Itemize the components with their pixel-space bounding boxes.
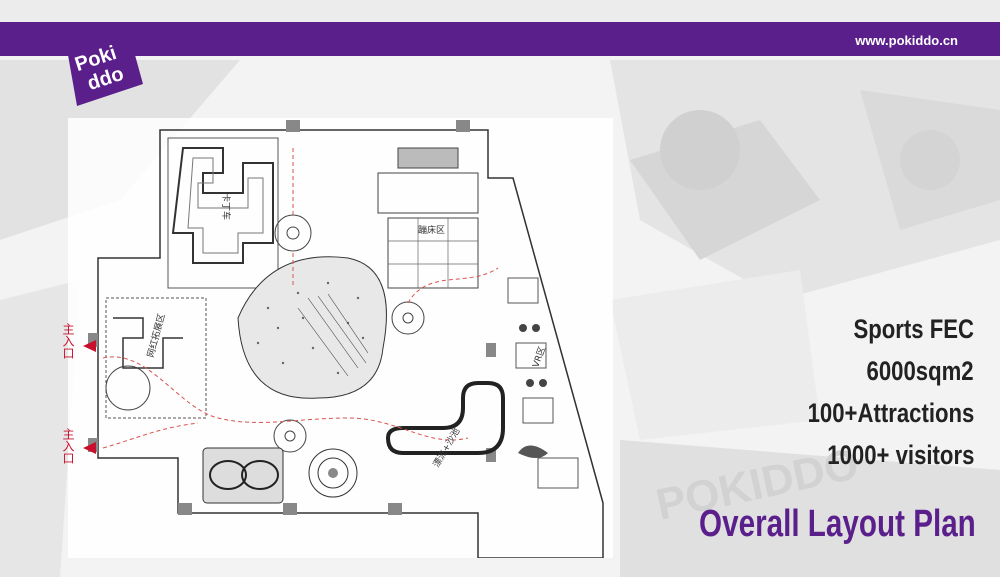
stat-area: 6000sqm2	[866, 356, 974, 386]
svg-text:蹦床区: 蹦床区	[418, 224, 445, 236]
stat-attractions: 100+Attractions	[807, 398, 974, 428]
svg-text:卡丁车: 卡丁车	[220, 193, 232, 220]
stat-visitors: 1000+ visitors	[826, 440, 974, 470]
website-link[interactable]: www.pokiddo.cn	[855, 33, 958, 48]
main-entrance-label-2: 主入口	[61, 428, 75, 464]
stat-sports-fec: Sports FEC	[853, 314, 974, 344]
header-banner	[0, 22, 1000, 56]
main-entrance-label-1: 主入口	[61, 323, 75, 359]
page-title: Overall Layout Plan	[699, 503, 976, 545]
floor-plan-drawing: 卡丁车 蹦床区 VR区 漂流+沙池 网红拓展区	[68, 118, 613, 558]
brand-logo: Poki ddo	[65, 26, 143, 106]
